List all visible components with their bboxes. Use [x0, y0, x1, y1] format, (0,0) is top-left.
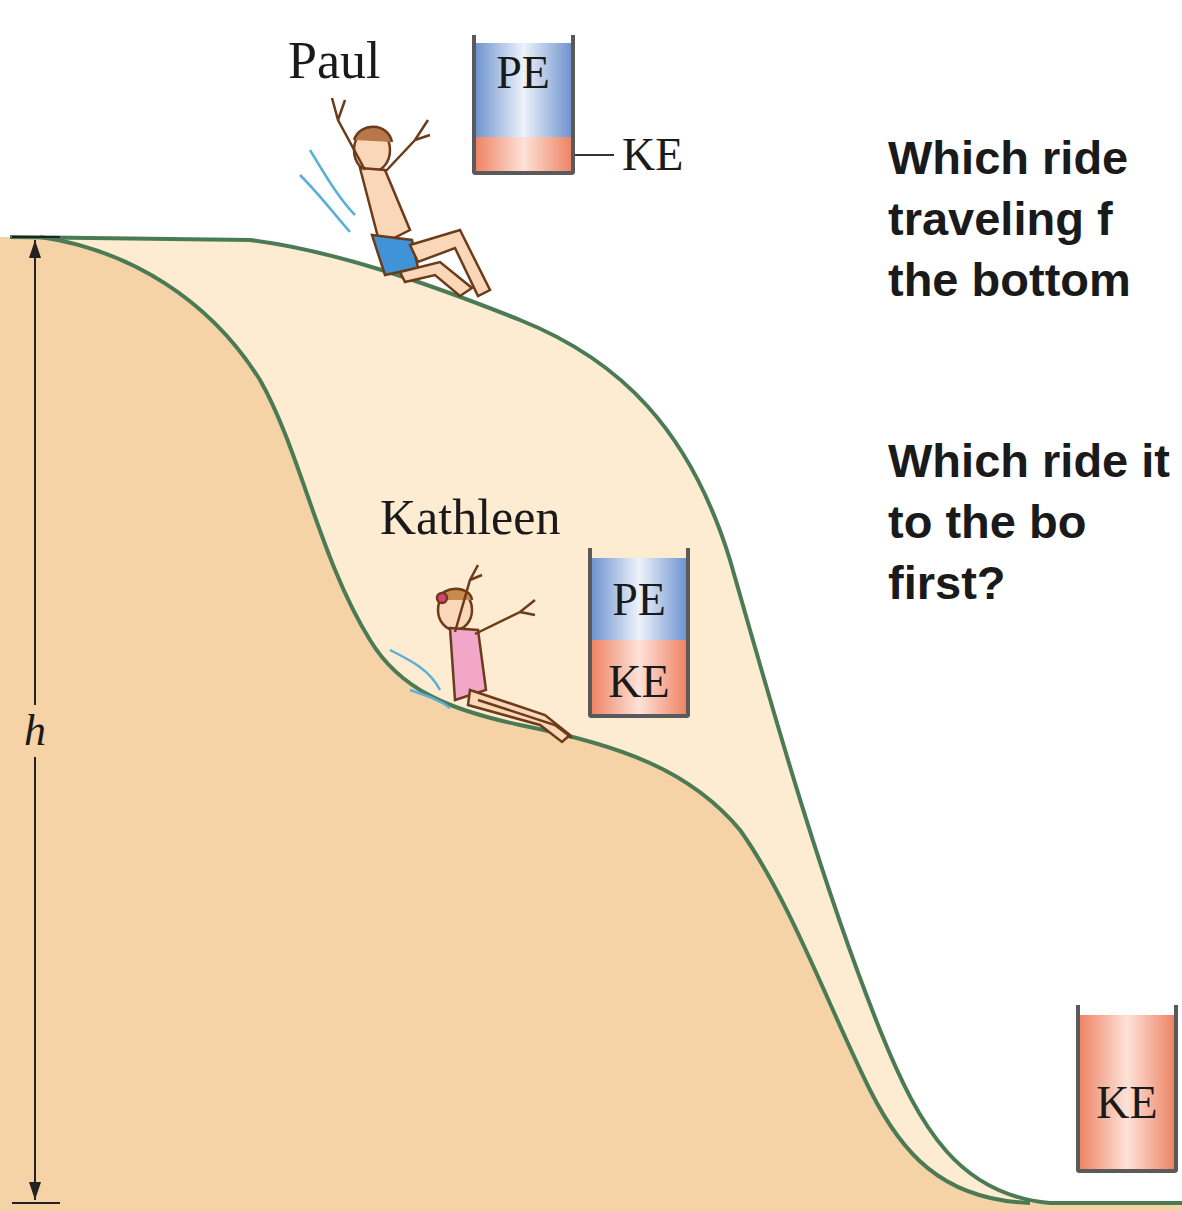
hill-fill	[0, 237, 1182, 1211]
energy-bar: PEKE	[472, 35, 575, 175]
dimension-label: h	[22, 705, 48, 757]
energy-label: KE	[622, 132, 683, 178]
energy-label: KE	[1096, 1080, 1157, 1126]
question-text: Which ride it to the bo first?	[888, 430, 1182, 613]
energy-label: PE	[612, 577, 666, 623]
outer-slide-line	[10, 237, 1182, 1203]
question-text: Which ride traveling f the bottom	[888, 127, 1182, 310]
height-dimension	[12, 237, 60, 1203]
rider-name: Kathleen	[380, 490, 560, 545]
inner-slide-line	[40, 237, 1030, 1203]
energy-fill	[476, 137, 571, 171]
rider-name: Paul	[288, 32, 380, 89]
energy-label: PE	[496, 50, 550, 96]
energy-bar: PE KE	[588, 548, 690, 718]
outer-slide-fill	[0, 237, 1182, 1211]
kathleen-figure	[390, 565, 572, 742]
paul-figure	[300, 98, 490, 296]
energy-bar: KE	[1076, 1005, 1178, 1173]
energy-label: KE	[608, 659, 669, 705]
